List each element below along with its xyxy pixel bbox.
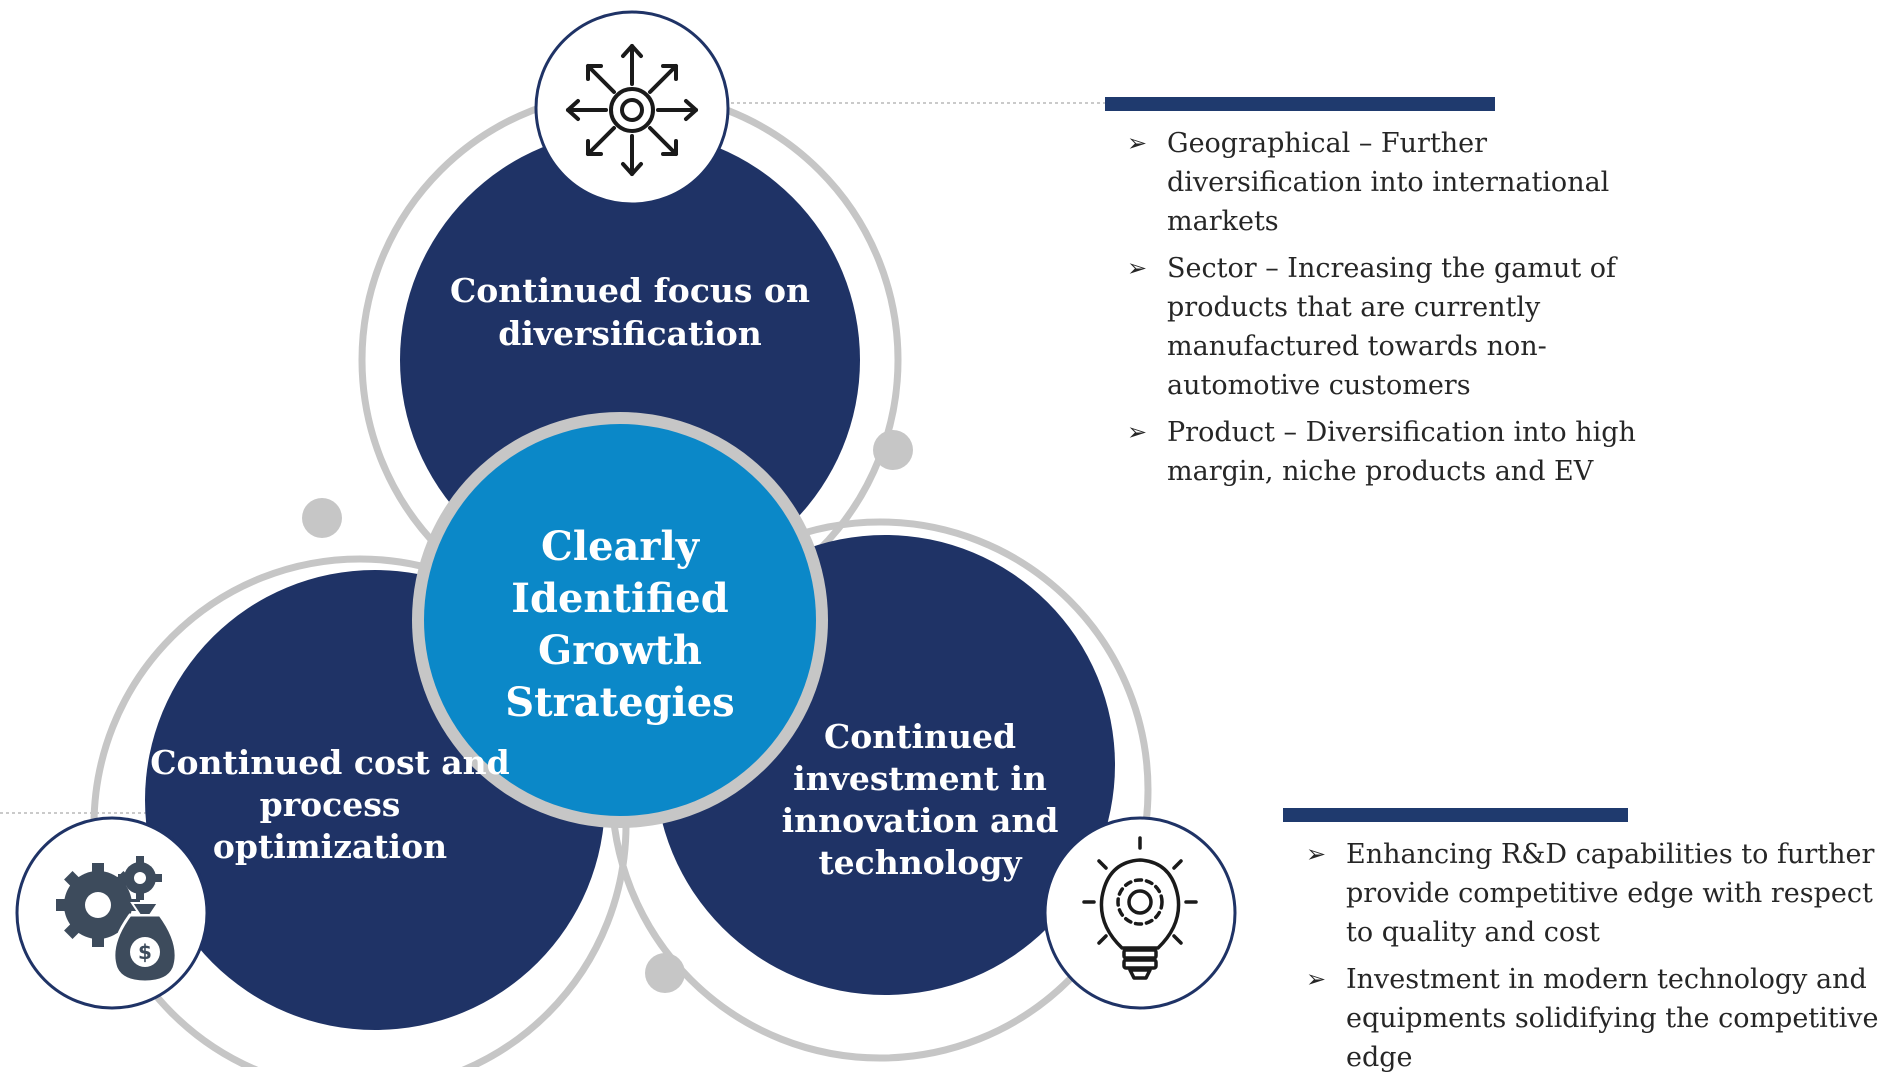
svg-text:$: $: [138, 940, 152, 964]
ring-dot-left: [302, 498, 342, 538]
bullet-item: ➢ Geographical – Further diversification …: [1125, 124, 1665, 241]
lightbulb-gear-icon: [1043, 816, 1237, 1010]
ring-dot-top: [873, 430, 913, 470]
circle-label-cost-optimization: Continued cost and process optimization: [150, 743, 510, 866]
circle-label-innovation: Continued investment in innovation and t…: [781, 717, 1059, 882]
bullet-arrow-icon: ➢: [1306, 965, 1327, 993]
section-bar-diversification: [1105, 97, 1495, 111]
bullet-text: Sector – Increasing the gamut of product…: [1167, 253, 1617, 401]
bullet-text: Enhancing R&D capabilities to further pr…: [1346, 839, 1875, 948]
center-circle-fill: [424, 424, 816, 816]
bullet-arrow-icon: ➢: [1306, 840, 1327, 868]
bullet-item: ➢ Sector – Increasing the gamut of produc…: [1125, 249, 1665, 405]
ring-dot-right: [645, 953, 685, 993]
bullet-arrow-icon: ➢: [1127, 418, 1148, 446]
circle-label-diversification: Continued focus on diversification: [450, 271, 810, 353]
center-title: Clearly Identified Growth Strategies: [505, 523, 735, 726]
bullet-text: Product – Diversification into high marg…: [1167, 417, 1636, 487]
bullet-item: ➢ Product – Diversification into high mar…: [1125, 413, 1665, 491]
section-bar-innovation: [1283, 808, 1628, 822]
diversification-bullet-list: ➢ Geographical – Further diversification …: [1125, 124, 1665, 499]
bullet-item: ➢ Investment in modern technology and equ…: [1304, 960, 1879, 1077]
bullet-item: ➢ Enhancing R&D capabilities to further p…: [1304, 835, 1879, 952]
bullet-arrow-icon: ➢: [1127, 129, 1148, 157]
bullet-text: Geographical – Further diversification i…: [1167, 128, 1610, 237]
gears-money-bag-icon: $: [15, 816, 209, 1010]
bullet-arrow-icon: ➢: [1127, 254, 1148, 282]
arrows-outward-target-icon: [534, 10, 730, 206]
bullet-text: Investment in modern technology and equi…: [1346, 964, 1879, 1073]
innovation-bullet-list: ➢ Enhancing R&D capabilities to further p…: [1304, 835, 1879, 1085]
